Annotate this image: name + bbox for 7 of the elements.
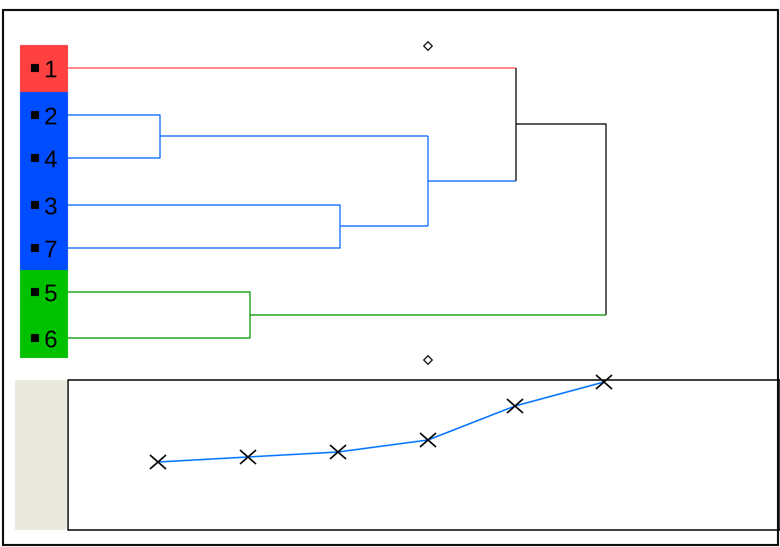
leaf-label: 2 (45, 108, 56, 124)
leaf-label: 3 (45, 198, 56, 214)
leaf-label: 4 (44, 150, 57, 168)
leaf-label: 1 (46, 60, 56, 78)
leaf-label: 5 (45, 284, 57, 302)
leaf-label: 7 (45, 240, 56, 258)
leaf-label: 6 (45, 330, 56, 348)
